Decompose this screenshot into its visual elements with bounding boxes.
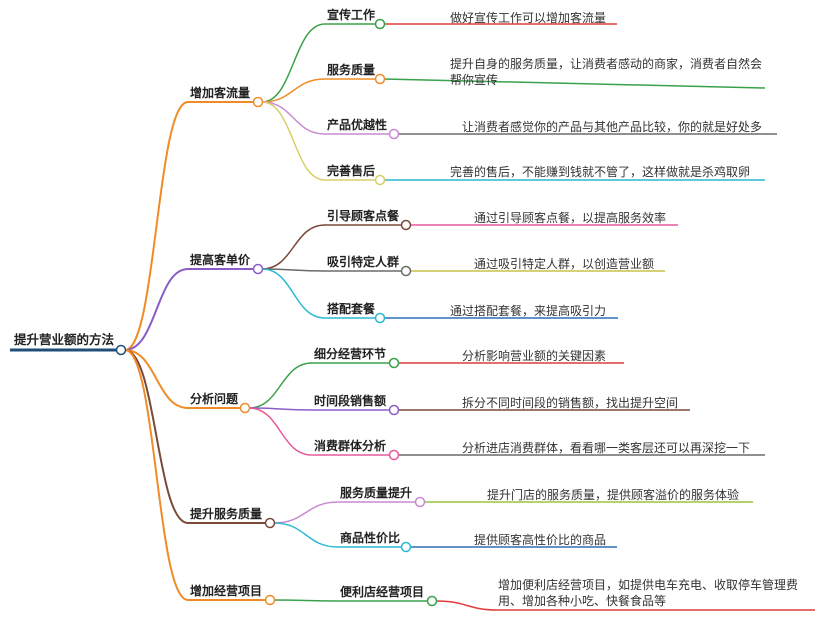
root-to-branch-link	[124, 349, 189, 524]
leaf-label[interactable]: 通过搭配套餐，来提高吸引力	[450, 304, 607, 318]
branch-to-child-link	[261, 78, 326, 103]
branch-to-child-link	[261, 224, 326, 270]
branch-to-child-link	[248, 407, 313, 411]
branch-label-analyze-problems[interactable]: 分析问题	[190, 392, 239, 406]
branch-to-child-link	[261, 101, 326, 181]
root-to-branch-link	[124, 268, 189, 351]
branch-toggle-knob[interactable]	[252, 96, 264, 108]
child-toggle-knob[interactable]	[388, 357, 400, 369]
child-toggle-knob[interactable]	[388, 449, 400, 461]
child-toggle-knob[interactable]	[374, 312, 386, 324]
child-label[interactable]: 细分经营环节	[314, 347, 387, 361]
root-to-branch-link	[124, 101, 189, 351]
branch-label-raise-ticket[interactable]: 提高客单价	[190, 253, 251, 267]
leaf-underline	[383, 78, 766, 89]
branch-label-increase-traffic[interactable]: 增加客流量	[190, 86, 251, 100]
branch-to-child-link	[261, 268, 326, 319]
leaf-label[interactable]: 通过引导顾客点餐，以提高服务效率	[474, 211, 667, 225]
leaf-label[interactable]: 增加便利店经营项目，如提供电车充电、收取停车管理费用、增加各种小吃、快餐食品等	[498, 578, 799, 608]
branch-label-add-business[interactable]: 增加经营项目	[190, 584, 263, 598]
child-label[interactable]: 宣传工作	[327, 8, 376, 22]
child-toggle-knob[interactable]	[374, 174, 386, 186]
branch-to-child-link	[248, 362, 313, 409]
child-label[interactable]: 完善售后	[327, 164, 376, 178]
root-toggle-knob[interactable]	[115, 344, 127, 356]
child-toggle-knob[interactable]	[374, 18, 386, 30]
branch-toggle-knob[interactable]	[239, 402, 251, 414]
branch-to-child-link	[273, 501, 339, 524]
child-toggle-knob[interactable]	[400, 541, 412, 553]
child-toggle-knob[interactable]	[374, 73, 386, 85]
branch-to-child-link	[261, 101, 326, 135]
child-toggle-knob[interactable]	[400, 265, 412, 277]
branch-to-child-link	[273, 522, 339, 548]
leaf-label[interactable]: 通过吸引特定人群，以创造营业额	[474, 257, 655, 271]
branch-to-child-link	[273, 599, 339, 602]
leaf-label[interactable]: 让消费者感觉你的产品与其他产品比较，你的就是好处多	[462, 120, 763, 134]
leaf-label[interactable]: 提供顾客高性价比的商品	[474, 533, 607, 547]
child-toggle-knob[interactable]	[400, 219, 412, 231]
child-toggle-knob[interactable]	[388, 404, 400, 416]
child-to-leaf-link	[435, 600, 499, 611]
child-label[interactable]: 消费群体分析	[314, 439, 387, 453]
branch-to-child-link	[261, 268, 326, 272]
leaf-label[interactable]: 提升自身的服务质量，让消费者感动的商家，消费者自然会帮你宣传	[450, 57, 763, 87]
leaf-label[interactable]: 完善的售后，不能赚到钱就不管了，这样做就是杀鸡取卵	[450, 165, 751, 179]
branch-toggle-knob[interactable]	[252, 263, 264, 275]
child-label[interactable]: 商品性价比	[340, 531, 401, 545]
child-label[interactable]: 服务质量提升	[340, 486, 413, 500]
child-toggle-knob[interactable]	[414, 496, 426, 508]
branch-label-improve-service[interactable]: 提升服务质量	[190, 507, 263, 521]
leaf-label[interactable]: 做好宣传工作可以增加客流量	[450, 11, 607, 25]
branch-to-child-link	[248, 407, 313, 456]
child-label[interactable]: 产品优越性	[327, 118, 388, 132]
child-toggle-knob[interactable]	[388, 128, 400, 140]
branch-to-child-link	[261, 23, 326, 103]
root-to-branch-link	[124, 349, 189, 409]
branch-toggle-knob[interactable]	[264, 517, 276, 529]
child-label[interactable]: 搭配套餐	[327, 302, 376, 316]
leaf-label[interactable]: 提升门店的服务质量，提供顾客溢价的服务体验	[487, 488, 740, 502]
leaf-label[interactable]: 分析影响营业额的关键因素	[462, 349, 607, 363]
child-label[interactable]: 便利店经营项目	[340, 585, 425, 599]
child-toggle-knob[interactable]	[426, 595, 438, 607]
child-label[interactable]: 服务质量	[327, 63, 376, 77]
leaf-label[interactable]: 分析进店消费群体，看看哪一类客层还可以再深挖一下	[462, 441, 751, 455]
child-label[interactable]: 吸引特定人群	[327, 255, 400, 269]
leaf-label[interactable]: 拆分不同时间段的销售额，找出提升空间	[462, 396, 679, 410]
branch-toggle-knob[interactable]	[264, 594, 276, 606]
child-label[interactable]: 引导顾客点餐	[327, 209, 400, 223]
child-label[interactable]: 时间段销售额	[314, 394, 387, 408]
root-node-label[interactable]: 提升营业额的方法	[14, 332, 115, 347]
root-to-branch-link	[124, 349, 189, 601]
